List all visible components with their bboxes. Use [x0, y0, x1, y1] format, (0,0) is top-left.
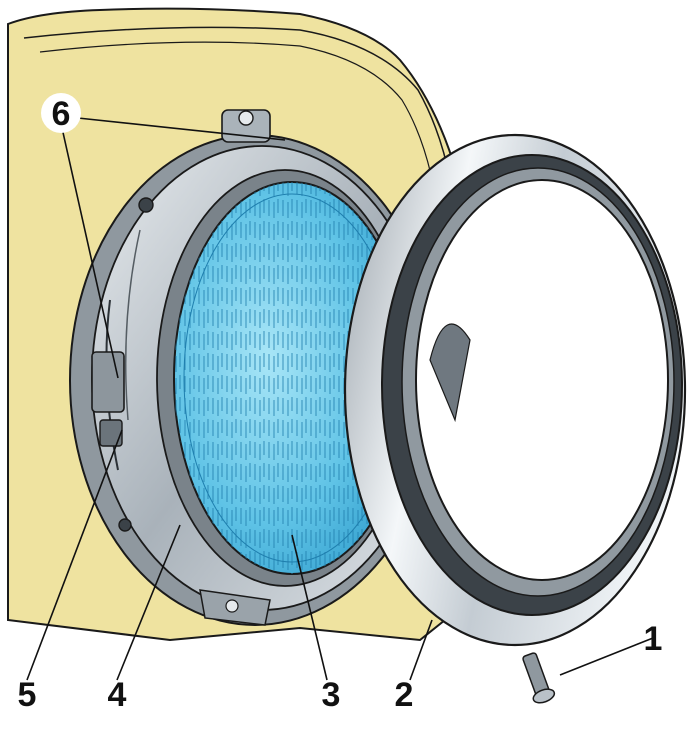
leader-1 [559, 637, 654, 676]
callout-3: 3 [322, 676, 341, 714]
screw [522, 652, 556, 704]
callout-1: 1 [644, 620, 663, 658]
leader-6a [77, 117, 286, 141]
headlight-unit [173, 181, 411, 575]
callout-6: 6 [52, 95, 71, 133]
callout-2: 2 [395, 676, 414, 714]
callout-6-badge [41, 93, 81, 133]
leader-3 [291, 534, 328, 681]
leader-6b [61, 127, 119, 379]
callout-5: 5 [18, 676, 37, 714]
trim-rim [343, 133, 687, 647]
body-panel-edge [23, 26, 459, 241]
leader-5 [26, 429, 123, 681]
callout-4: 4 [108, 676, 127, 714]
leader-2 [409, 619, 433, 681]
bottom-bracket [199, 589, 271, 626]
leader-lines [26, 117, 654, 681]
body-panel-edge-inner [39, 41, 441, 231]
leader-4 [116, 524, 181, 681]
